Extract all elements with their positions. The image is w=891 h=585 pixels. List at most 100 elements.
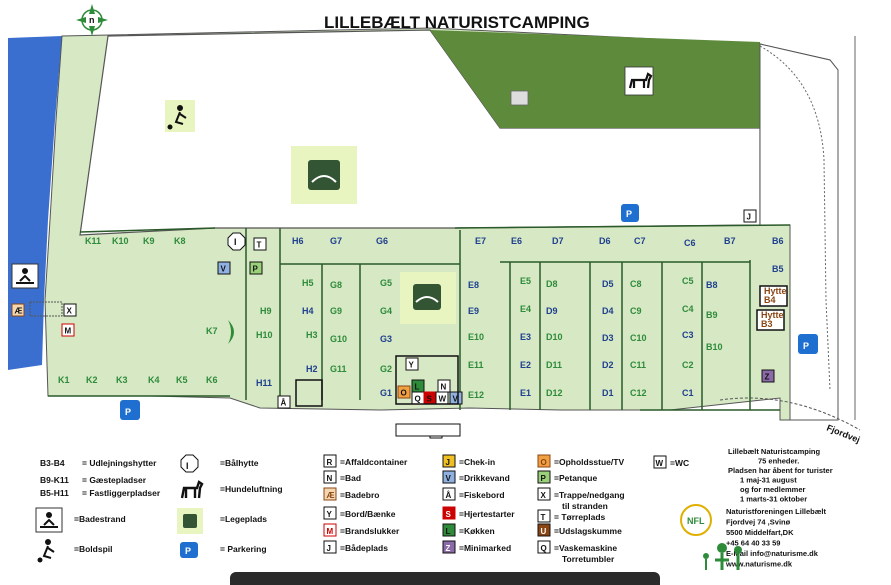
pitch-label: D2	[602, 360, 614, 370]
legend-code: Q	[541, 544, 547, 553]
beach-icon	[11, 263, 39, 289]
pitch-label: E9	[468, 306, 479, 316]
dog-walk-icon	[624, 66, 654, 96]
legend-code: O	[541, 458, 547, 467]
facility-box	[217, 261, 231, 275]
facility-code: Æ	[15, 307, 23, 316]
parking-icon: P	[120, 400, 140, 420]
ball-play-icon	[165, 100, 195, 132]
pitch-label: D12	[546, 388, 563, 398]
legend-code: W	[656, 459, 664, 468]
legend-code: Å	[446, 491, 452, 500]
info-line: Lillebælt Naturistcamping	[728, 447, 821, 456]
legend-code: N	[327, 474, 333, 483]
legend-code: B9-K11	[40, 475, 69, 485]
facility-code: X	[67, 307, 73, 316]
legend-icons	[177, 454, 204, 558]
legend-text: =Bådeplads	[340, 543, 388, 553]
pitch-label: G1	[380, 388, 392, 398]
facility-box	[761, 369, 775, 383]
svg-text:B3: B3	[761, 319, 773, 329]
info-line: 5500 Middelfart,DK	[726, 528, 794, 537]
pitch-label: B6	[772, 236, 784, 246]
fjordvej-road	[719, 397, 861, 431]
legend-code: L	[446, 527, 451, 536]
facility-code: N	[441, 383, 447, 392]
facility-code: S	[427, 395, 433, 404]
facility-box	[253, 237, 267, 251]
building-r	[395, 423, 461, 437]
dashed-road	[759, 45, 831, 391]
info-line: 75 enheder.	[758, 457, 799, 466]
facility-code: V	[221, 265, 227, 274]
facility-code: L	[415, 383, 420, 392]
legend-code: B5-H11	[40, 488, 69, 498]
legend-code: Æ	[327, 491, 335, 500]
pitch-label: K11	[85, 236, 101, 246]
legend-text: =Petanque	[554, 473, 597, 483]
legend-code-box	[537, 454, 551, 468]
legend-code-box	[442, 470, 456, 484]
facility-box	[277, 395, 291, 409]
pitch-label: C11	[630, 360, 646, 370]
pitch-label: D4	[602, 306, 614, 316]
info-line: Fjordvej 74 ,Svinø	[726, 518, 791, 527]
pitch-label: K4	[148, 375, 160, 385]
legend-code-box	[323, 470, 337, 484]
ball-play-icon	[37, 539, 55, 563]
pitch-label: B10	[706, 342, 723, 352]
legend-text: =Chek-in	[459, 457, 495, 467]
pitch-label: C2	[682, 360, 694, 370]
info-line: 1 marts-31 oktober	[740, 495, 807, 504]
pitch-label: C3	[682, 330, 694, 340]
pitch-label: B9	[706, 310, 718, 320]
facility-code: V	[453, 395, 459, 404]
pitch-label: C1	[682, 388, 694, 398]
info-line: Pladsen har åbent for turister	[728, 466, 833, 475]
pitch-label: G11	[330, 364, 347, 374]
building	[510, 90, 529, 106]
legend-code: X	[541, 491, 547, 500]
playground-icon	[291, 146, 357, 204]
facility-code: J	[747, 213, 751, 222]
info-line: Naturistforeningen Lillebælt	[726, 507, 827, 516]
nfl-logo: NFL	[680, 504, 742, 570]
info-line: E-Mail info@naturisme.dk	[726, 549, 819, 558]
svg-text:P: P	[125, 407, 131, 417]
svg-text:I: I	[234, 237, 237, 247]
pitch-label: G10	[330, 334, 347, 344]
pitch-label: B7	[724, 236, 736, 246]
legend-code-box	[442, 523, 456, 537]
info-line: og for medlemmer	[740, 485, 806, 494]
pier-dashed	[29, 301, 63, 317]
pitch-label: C9	[630, 306, 642, 316]
legend-code-box	[442, 487, 456, 501]
pitch-label: H3	[306, 330, 318, 340]
pitch-label: G6	[376, 236, 388, 246]
playground-icon	[400, 272, 456, 324]
pitch-label: G3	[380, 334, 392, 344]
pitch-label: K3	[116, 375, 128, 385]
legend-text: =Minimarked	[459, 543, 511, 553]
legend-code: J	[446, 458, 450, 467]
legend-code-box	[442, 506, 456, 520]
pitch-label: H4	[302, 306, 314, 316]
legend-text: = Fastliggerpladser	[82, 488, 161, 498]
pitch-label: C8	[630, 279, 642, 289]
pitch-label: E3	[520, 332, 531, 342]
legend-code: R	[327, 458, 333, 467]
facility-box	[63, 303, 77, 317]
facility-box	[405, 357, 419, 371]
legend-text: =Bålhytte	[220, 458, 259, 468]
pitch-label: E4	[520, 304, 531, 314]
pitch-label: B5	[772, 264, 784, 274]
facility-code: P	[253, 265, 259, 274]
legend-code-box	[442, 454, 456, 468]
pitch-label: C7	[634, 236, 646, 246]
pitch-label: E10	[468, 332, 484, 342]
